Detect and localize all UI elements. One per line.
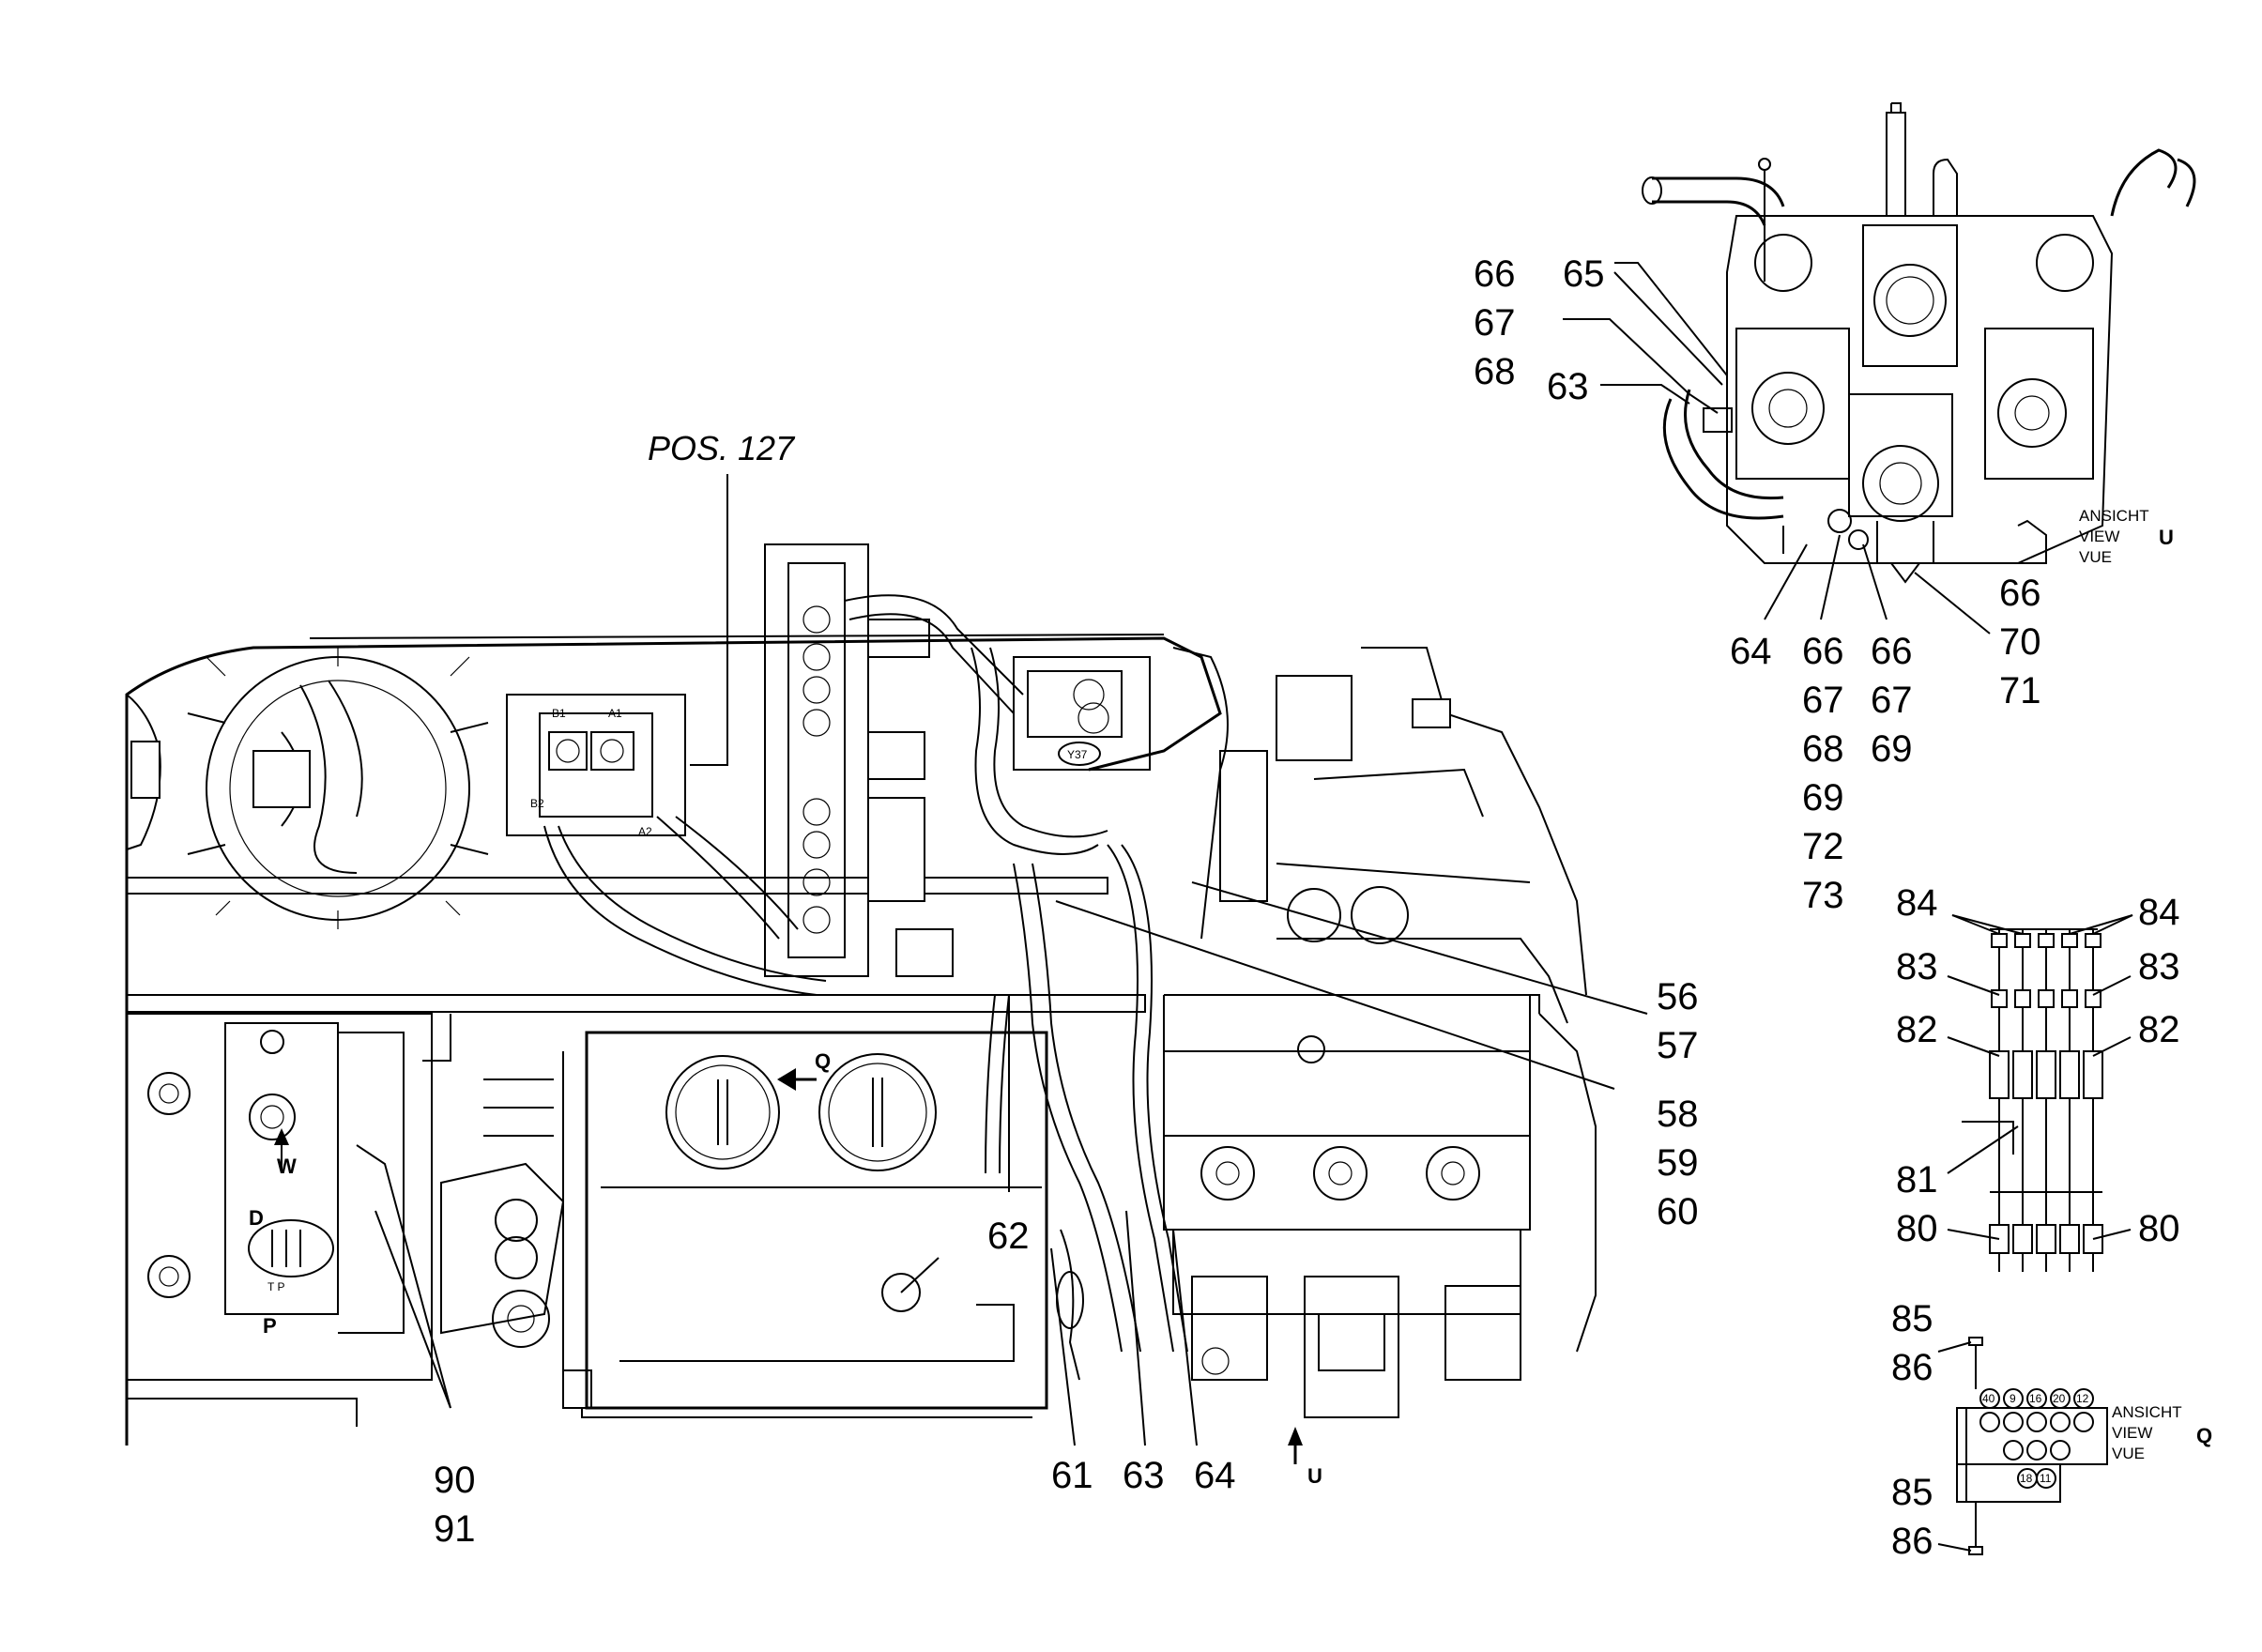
callout-90: 90: [434, 1460, 476, 1501]
u-view-arrow: U: [1288, 1427, 1322, 1488]
view-u-label: ANSICHT VIEW VUE U: [2079, 507, 2174, 566]
callout-82-left: 82: [1896, 1009, 1938, 1050]
callout-59: 59: [1657, 1142, 1699, 1184]
callout-66-u-a: 66: [1474, 253, 1516, 295]
callout-83-left: 83: [1896, 946, 1938, 987]
q-block-holes: 40 9 16 20 12 18 11: [1979, 1388, 2094, 1489]
fitting-columns: [1989, 929, 2103, 1272]
svg-text:B2: B2: [530, 797, 544, 810]
callout-81: 81: [1896, 1159, 1938, 1201]
valve-bank: [764, 543, 954, 977]
callout-62: 62: [987, 1216, 1030, 1257]
engine-area: [1164, 647, 1597, 1353]
main-callouts: 56 57 58 59 60 61 62 63 64 90 91: [434, 976, 1699, 1550]
callout-68-u-a: 68: [1474, 351, 1516, 392]
control-valve-block: B1 A1 B2 A2: [506, 694, 686, 838]
callout-56: 56: [1657, 976, 1699, 1017]
callout-67-u-a: 67: [1474, 302, 1516, 344]
hole-18: 18: [2020, 1472, 2033, 1485]
view-u-line-3: VUE: [2079, 548, 2112, 566]
callout-65-u: 65: [1563, 253, 1605, 295]
hole-12: 12: [2076, 1392, 2089, 1405]
lower-left-manifold: W D T P P: [147, 1014, 451, 1338]
svg-text:B1: B1: [552, 707, 566, 720]
view-u-leaders: [1563, 262, 1991, 635]
view-u-letter: U: [2159, 526, 2174, 549]
svg-text:A1: A1: [608, 707, 622, 720]
view-q-line-3: VUE: [2112, 1445, 2145, 1462]
view-u-callouts: 66 65 67 68 63 64 66 67 68 69 72 73 66 6…: [1474, 253, 2041, 916]
callout-84-left: 84: [1896, 882, 1938, 924]
callout-91: 91: [434, 1508, 476, 1550]
q-view-arrow-label: Q: [815, 1049, 831, 1073]
callout-68-u-b: 68: [1802, 728, 1844, 770]
callout-85-bottom: 85: [1891, 1472, 1933, 1513]
callout-63-u: 63: [1547, 366, 1589, 407]
callout-64-u: 64: [1730, 631, 1772, 672]
callout-69-u-c: 69: [1871, 728, 1913, 770]
view-q-letter: Q: [2196, 1424, 2212, 1447]
callout-66-u-b: 66: [1802, 631, 1844, 672]
callout-63: 63: [1123, 1455, 1165, 1496]
swing-motor: [440, 1051, 565, 1370]
callout-86-top: 86: [1891, 1347, 1933, 1388]
svg-text:A2: A2: [638, 825, 652, 838]
fitting-stack: [1962, 928, 2103, 1272]
p-label: P: [263, 1314, 277, 1338]
hole-16: 16: [2029, 1392, 2042, 1405]
view-q-label: ANSICHT VIEW VUE Q: [2112, 1403, 2212, 1462]
callout-83-right: 83: [2138, 946, 2180, 987]
callout-72-u: 72: [1802, 826, 1844, 867]
callout-80-left: 80: [1896, 1208, 1938, 1249]
callout-61: 61: [1051, 1455, 1093, 1496]
view-q-line-1: ANSICHT: [2112, 1403, 2182, 1421]
hole-20: 20: [2053, 1392, 2066, 1405]
reference-pos-127: POS. 127: [648, 429, 796, 467]
view-q-callouts: 85 86 85 86: [1891, 1298, 1933, 1562]
callout-80-right: 80: [2138, 1208, 2180, 1249]
callout-66-u-d: 66: [1999, 573, 2041, 614]
view-q-leaders: [1937, 1341, 1972, 1552]
hydraulic-tank: Q: [562, 1031, 1048, 1418]
tp-label: T P: [267, 1280, 284, 1293]
view-u-detail: [1642, 102, 2196, 584]
callout-58: 58: [1657, 1094, 1699, 1135]
hose-routing: [543, 594, 1188, 1353]
main-leaders: [356, 881, 1648, 1446]
view-q-detail: 40 9 16 20 12 18 11: [1956, 1337, 2108, 1555]
fitting-leaders: [1947, 914, 2133, 1240]
hole-40: 40: [1982, 1392, 1995, 1405]
hole-11: 11: [2040, 1472, 2052, 1485]
main-assembly-view: B1 A1 B2 A2: [125, 429, 1648, 1488]
callout-57: 57: [1657, 1025, 1699, 1066]
callout-67-u-b: 67: [1802, 680, 1844, 721]
fitting-callouts: 84 84 83 83 82 82 81 80 80: [1896, 882, 2180, 1249]
callout-60: 60: [1657, 1191, 1699, 1232]
callout-85-top: 85: [1891, 1298, 1933, 1339]
view-u-line-2: VIEW: [2079, 528, 2119, 545]
callout-71-u: 71: [1999, 670, 2041, 711]
callout-84-right: 84: [2138, 892, 2180, 933]
callout-67-u-c: 67: [1871, 680, 1913, 721]
callout-73-u: 73: [1802, 875, 1844, 916]
callout-64: 64: [1194, 1455, 1236, 1496]
w-arrow-label: W: [277, 1155, 297, 1178]
slewing-ring: [187, 648, 489, 929]
y37-label: Y37: [1067, 748, 1088, 761]
u-view-arrow-label: U: [1307, 1464, 1322, 1488]
pump-cluster: [1163, 995, 1531, 1418]
view-u-line-1: ANSICHT: [2079, 507, 2149, 525]
d-label: D: [249, 1206, 264, 1230]
view-q-line-2: VIEW: [2112, 1424, 2152, 1442]
callout-66-u-c: 66: [1871, 631, 1913, 672]
callout-86-bottom: 86: [1891, 1521, 1933, 1562]
callout-70-u: 70: [1999, 621, 2041, 663]
solenoid-block-y37: Y37: [1013, 656, 1151, 771]
callout-69-u-b: 69: [1802, 777, 1844, 818]
hole-9: 9: [2010, 1392, 2016, 1405]
callout-82-right: 82: [2138, 1009, 2180, 1050]
